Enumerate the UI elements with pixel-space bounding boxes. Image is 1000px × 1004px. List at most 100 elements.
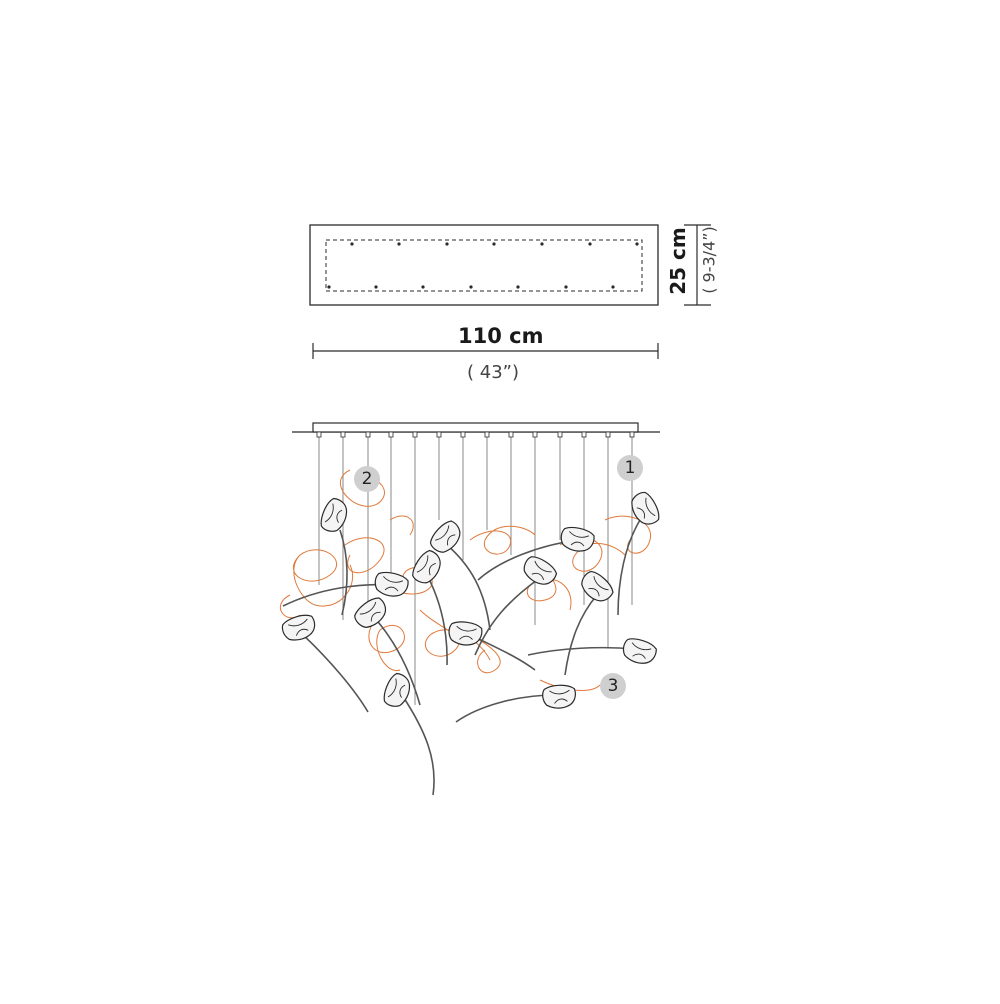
cable-clamp [316,431,322,438]
shade-body [429,520,461,553]
shade-petal-line [549,689,570,695]
mount-point [516,285,520,289]
shade-petal-line [531,572,544,580]
shade-petal-line [570,541,585,547]
shade-body [354,597,387,628]
glass-flower-shade [281,614,316,641]
shade-body [383,672,411,707]
flower-stem [446,544,491,631]
shade-petal-line [399,684,406,698]
flower-stem [371,614,421,706]
callout-badge-3: 3 [600,673,626,699]
cable-clamp [508,431,514,438]
cable-clamp [388,431,394,438]
glass-flower-shade [374,571,409,597]
canopy-outline [309,224,659,306]
shade-body [281,614,316,641]
shade-petal-line [631,642,652,651]
cable-clamp [484,431,490,438]
shade-body [412,549,441,584]
shade-petal-line [295,628,309,636]
shade-petal-line [435,525,450,541]
glass-flower-shade [354,597,387,628]
glass-flower-shades [281,491,660,709]
shade-petal-line [456,625,477,632]
shade-petal-line [447,534,456,546]
cable-clamp [532,431,538,438]
glass-flower-shade [523,556,558,585]
shade-petal-line [534,560,552,573]
shade-body [523,556,558,585]
decoration-wire-loop [368,619,405,671]
cable-clamp [412,431,418,438]
mount-point [564,285,568,289]
flower-stem [339,529,348,616]
shade-petal-line [593,576,609,591]
shade-petal-line [632,653,646,659]
depth-inches-label: ( 9-3/4”) [699,226,719,294]
flower-stem [426,574,448,666]
width-dimension [312,343,659,359]
mount-point [397,242,401,246]
shade-body [448,621,483,646]
decoration-wire-loop [604,515,651,554]
shade-petal-line [359,601,377,615]
cable-clamp [436,431,442,438]
glass-flower-shade [412,549,441,584]
flower-stem [474,579,538,656]
canopy-top-view [309,224,659,306]
decoration-wire-loop [469,525,536,555]
mount-point [611,285,615,289]
shade-petal-line [428,563,436,576]
shade-petal-line [554,698,568,704]
shade-petal-line [636,507,645,519]
cable-clamp [581,431,587,438]
width-inches-label: ( 43”) [467,362,519,383]
callout-badge-2: 2 [354,466,380,492]
flower-stem [455,694,556,723]
shade-body [320,497,348,532]
shade-petal-line [288,618,308,627]
decoration-wire-loop [339,469,385,507]
shade-body [631,491,660,525]
flower-stem [564,594,598,676]
mount-point [635,242,639,246]
mount-point [350,242,354,246]
decoration-wire-loop [389,515,414,536]
depth-label: 25 cm [666,227,690,295]
shade-body [622,638,657,664]
glass-flower-shade [581,570,614,602]
shade-body [581,570,614,602]
flower-stem [617,519,641,616]
shade-petal-line [387,678,397,698]
flower-stem [401,694,435,796]
shade-petal-line [384,586,399,592]
flower-stem [299,631,369,713]
glass-flower-shade [622,638,657,664]
glass-flower-shade [542,684,576,709]
glass-flower-shade [631,491,660,525]
width-label: 110 cm [458,324,544,348]
depth-dimension [684,224,711,306]
flower-stem [527,646,636,656]
glass-flower-shade [448,621,483,646]
mount-point [492,242,496,246]
shade-body [560,526,595,552]
mount-point [445,242,449,246]
shade-petal-line [416,555,429,573]
callout-badge-1: 1 [617,455,643,481]
cable-clamp [365,431,371,438]
canopy-front [312,422,639,433]
decoration-wire-loop [469,634,501,673]
mount-point [540,242,544,246]
decoration-wire-loop [344,537,385,574]
shade-petal-line [588,588,600,597]
shade-petal-line [459,635,473,640]
shade-body [374,571,409,597]
glass-flower-shade [429,520,461,553]
mount-point [469,285,473,289]
glass-flower-shade [560,526,595,552]
cable-clamp [629,431,635,438]
